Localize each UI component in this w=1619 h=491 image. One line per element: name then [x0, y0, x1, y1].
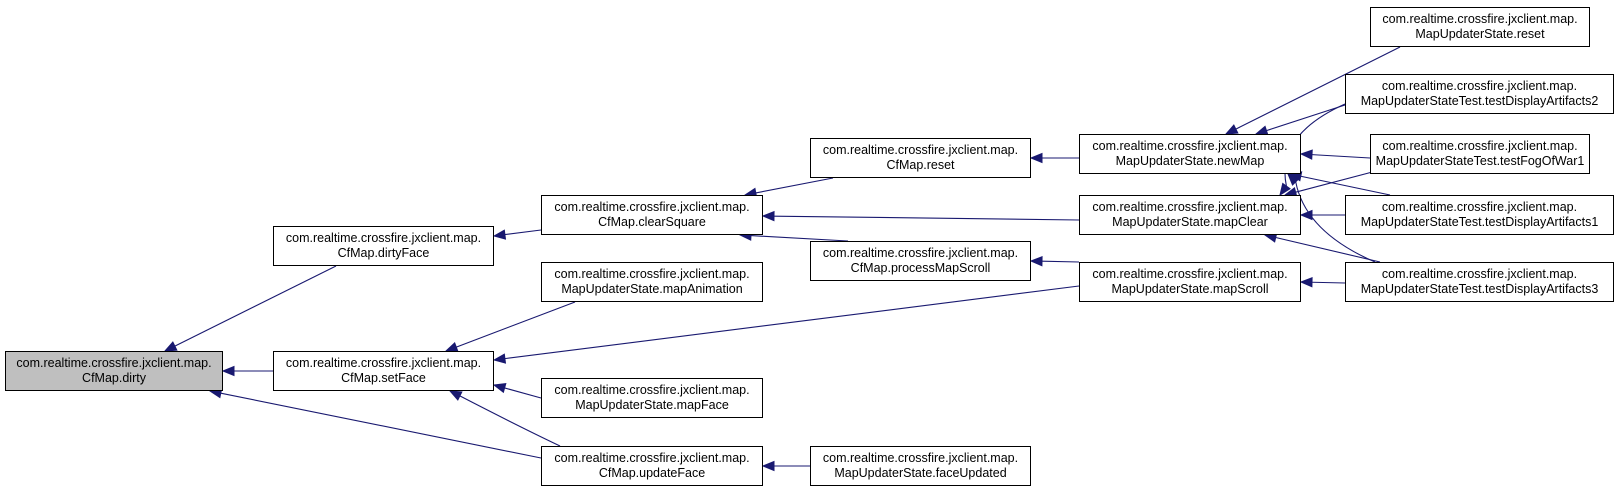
node-dirtyFace[interactable]: com.realtime.crossfire.jxclient.map.CfMa… [273, 226, 494, 266]
edge-dirtyFace-to-dirty [174, 265, 337, 347]
edge-mapScroll-to-processMapScroll [1041, 260, 1080, 263]
node-method-label: MapUpdaterStateTest.testDisplayArtifacts… [1360, 94, 1599, 108]
node-testDA2[interactable]: com.realtime.crossfire.jxclient.map.MapU… [1345, 74, 1614, 114]
node-method-label: CfMap.dirtyFace [337, 246, 430, 260]
node-method-label: MapUpdaterState.reset [1415, 27, 1545, 41]
node-processMapScroll[interactable]: com.realtime.crossfire.jxclient.map.CfMa… [810, 241, 1031, 281]
node-mapScroll[interactable]: com.realtime.crossfire.jxclient.map.MapU… [1079, 262, 1301, 302]
node-package-label: com.realtime.crossfire.jxclient.map. [285, 356, 482, 370]
node-method-label: MapUpdaterStateTest.testFogOfWar1 [1375, 154, 1585, 168]
node-method-label: CfMap.reset [886, 158, 955, 172]
node-testDA1[interactable]: com.realtime.crossfire.jxclient.map.MapU… [1345, 195, 1614, 235]
node-mapAnimation[interactable]: com.realtime.crossfire.jxclient.map.MapU… [541, 262, 763, 302]
arrowhead-newMap-to-cfReset [1029, 152, 1043, 164]
edge-processMapScroll-to-clearSquare [750, 235, 849, 242]
node-method-label: CfMap.updateFace [598, 466, 706, 480]
arrowhead-testDA2-to-mapClear [1279, 182, 1291, 197]
node-package-label: com.realtime.crossfire.jxclient.map. [1092, 139, 1288, 153]
node-method-label: CfMap.processMapScroll [850, 261, 991, 275]
node-testFog[interactable]: com.realtime.crossfire.jxclient.map.MapU… [1370, 134, 1590, 174]
edge-testDA2-to-newMap [1266, 104, 1346, 132]
node-mapFace[interactable]: com.realtime.crossfire.jxclient.map.MapU… [541, 378, 763, 418]
node-package-label: com.realtime.crossfire.jxclient.map. [554, 451, 750, 465]
edge-testDA3-to-mapClear [1275, 236, 1381, 263]
node-clearSquare[interactable]: com.realtime.crossfire.jxclient.map.CfMa… [541, 195, 763, 235]
arrowhead-musReset-to-newMap [1224, 124, 1239, 135]
node-method-label: CfMap.dirty [82, 371, 146, 385]
arrowhead-faceUpdated-to-updateFace [761, 460, 775, 472]
edge-testFog-to-mapClear [1295, 169, 1381, 193]
node-method-label: CfMap.setFace [341, 371, 426, 385]
arrowhead-mapClear-to-clearSquare [761, 210, 775, 222]
arrowhead-testDA3-to-mapScroll [1299, 277, 1313, 288]
arrowhead-testFog-to-newMap [1299, 149, 1313, 160]
node-package-label: com.realtime.crossfire.jxclient.map. [822, 451, 1019, 465]
arrowhead-setFace-to-dirty [221, 365, 235, 377]
edge-mapAnimation-to-setFace [456, 301, 576, 348]
node-faceUpdated[interactable]: com.realtime.crossfire.jxclient.map.MapU… [810, 446, 1031, 486]
node-method-label: MapUpdaterState.faceUpdated [834, 466, 1007, 480]
node-method-label: MapUpdaterState.mapFace [575, 398, 729, 412]
node-package-label: com.realtime.crossfire.jxclient.map. [16, 356, 212, 370]
arrowhead-mapScroll-to-setFace [492, 353, 507, 364]
node-package-label: com.realtime.crossfire.jxclient.map. [1092, 267, 1288, 281]
node-package-label: com.realtime.crossfire.jxclient.map. [285, 231, 482, 245]
arrowhead-dirtyFace-to-dirty [163, 341, 178, 352]
edge-testDA3-to-newMap [1295, 181, 1376, 263]
node-package-label: com.realtime.crossfire.jxclient.map. [1381, 267, 1578, 281]
node-musReset[interactable]: com.realtime.crossfire.jxclient.map.MapU… [1370, 7, 1590, 47]
node-dirty[interactable]: com.realtime.crossfire.jxclient.map.CfMa… [5, 351, 223, 391]
arrowhead-clearSquare-to-dirtyFace [492, 229, 507, 240]
edge-updateFace-to-setFace [459, 395, 561, 447]
arrowhead-testDA1-to-mapClear [1299, 209, 1313, 221]
edge-mapClear-to-clearSquare [773, 215, 1080, 221]
node-updateFace[interactable]: com.realtime.crossfire.jxclient.map.CfMa… [541, 446, 763, 486]
node-package-label: com.realtime.crossfire.jxclient.map. [554, 383, 750, 397]
edge-cfReset-to-clearSquare [755, 177, 834, 194]
node-method-label: MapUpdaterState.mapClear [1112, 215, 1268, 229]
edge-clearSquare-to-dirtyFace [504, 229, 542, 236]
node-package-label: com.realtime.crossfire.jxclient.map. [1381, 79, 1578, 93]
edge-musReset-to-newMap [1235, 46, 1401, 130]
node-package-label: com.realtime.crossfire.jxclient.map. [554, 200, 750, 214]
node-package-label: com.realtime.crossfire.jxclient.map. [1382, 139, 1578, 153]
edge-testFog-to-newMap [1311, 154, 1371, 159]
node-method-label: MapUpdaterStateTest.testDisplayArtifacts… [1360, 215, 1599, 229]
node-method-label: MapUpdaterState.mapAnimation [561, 282, 743, 296]
node-package-label: com.realtime.crossfire.jxclient.map. [554, 267, 750, 281]
arrowhead-testDA3-to-newMap [1287, 173, 1300, 186]
node-setFace[interactable]: com.realtime.crossfire.jxclient.map.CfMa… [273, 351, 494, 391]
arrowhead-mapScroll-to-processMapScroll [1029, 255, 1043, 267]
node-method-label: MapUpdaterStateTest.testDisplayArtifacts… [1360, 282, 1599, 296]
arrowhead-mapFace-to-setFace [492, 383, 507, 394]
edge-mapScroll-to-setFace [504, 285, 1080, 360]
node-testDA3[interactable]: com.realtime.crossfire.jxclient.map.MapU… [1345, 262, 1614, 302]
edge-updateFace-to-dirty [220, 392, 542, 459]
node-method-label: MapUpdaterState.newMap [1115, 154, 1265, 168]
edge-testDA3-to-mapScroll [1311, 281, 1346, 284]
node-newMap[interactable]: com.realtime.crossfire.jxclient.map.MapU… [1079, 134, 1301, 174]
node-method-label: CfMap.clearSquare [598, 215, 706, 229]
edge-testDA1-to-newMap [1300, 175, 1391, 196]
node-package-label: com.realtime.crossfire.jxclient.map. [1092, 200, 1288, 214]
arrowhead-updateFace-to-setFace [448, 390, 463, 401]
node-package-label: com.realtime.crossfire.jxclient.map. [822, 246, 1019, 260]
node-method-label: MapUpdaterState.mapScroll [1111, 282, 1269, 296]
node-package-label: com.realtime.crossfire.jxclient.map. [1381, 200, 1578, 214]
edge-mapFace-to-setFace [504, 387, 542, 399]
node-package-label: com.realtime.crossfire.jxclient.map. [822, 143, 1019, 157]
node-mapClear[interactable]: com.realtime.crossfire.jxclient.map.MapU… [1079, 195, 1301, 235]
node-cfReset[interactable]: com.realtime.crossfire.jxclient.map.CfMa… [810, 138, 1031, 178]
node-package-label: com.realtime.crossfire.jxclient.map. [1382, 12, 1578, 26]
